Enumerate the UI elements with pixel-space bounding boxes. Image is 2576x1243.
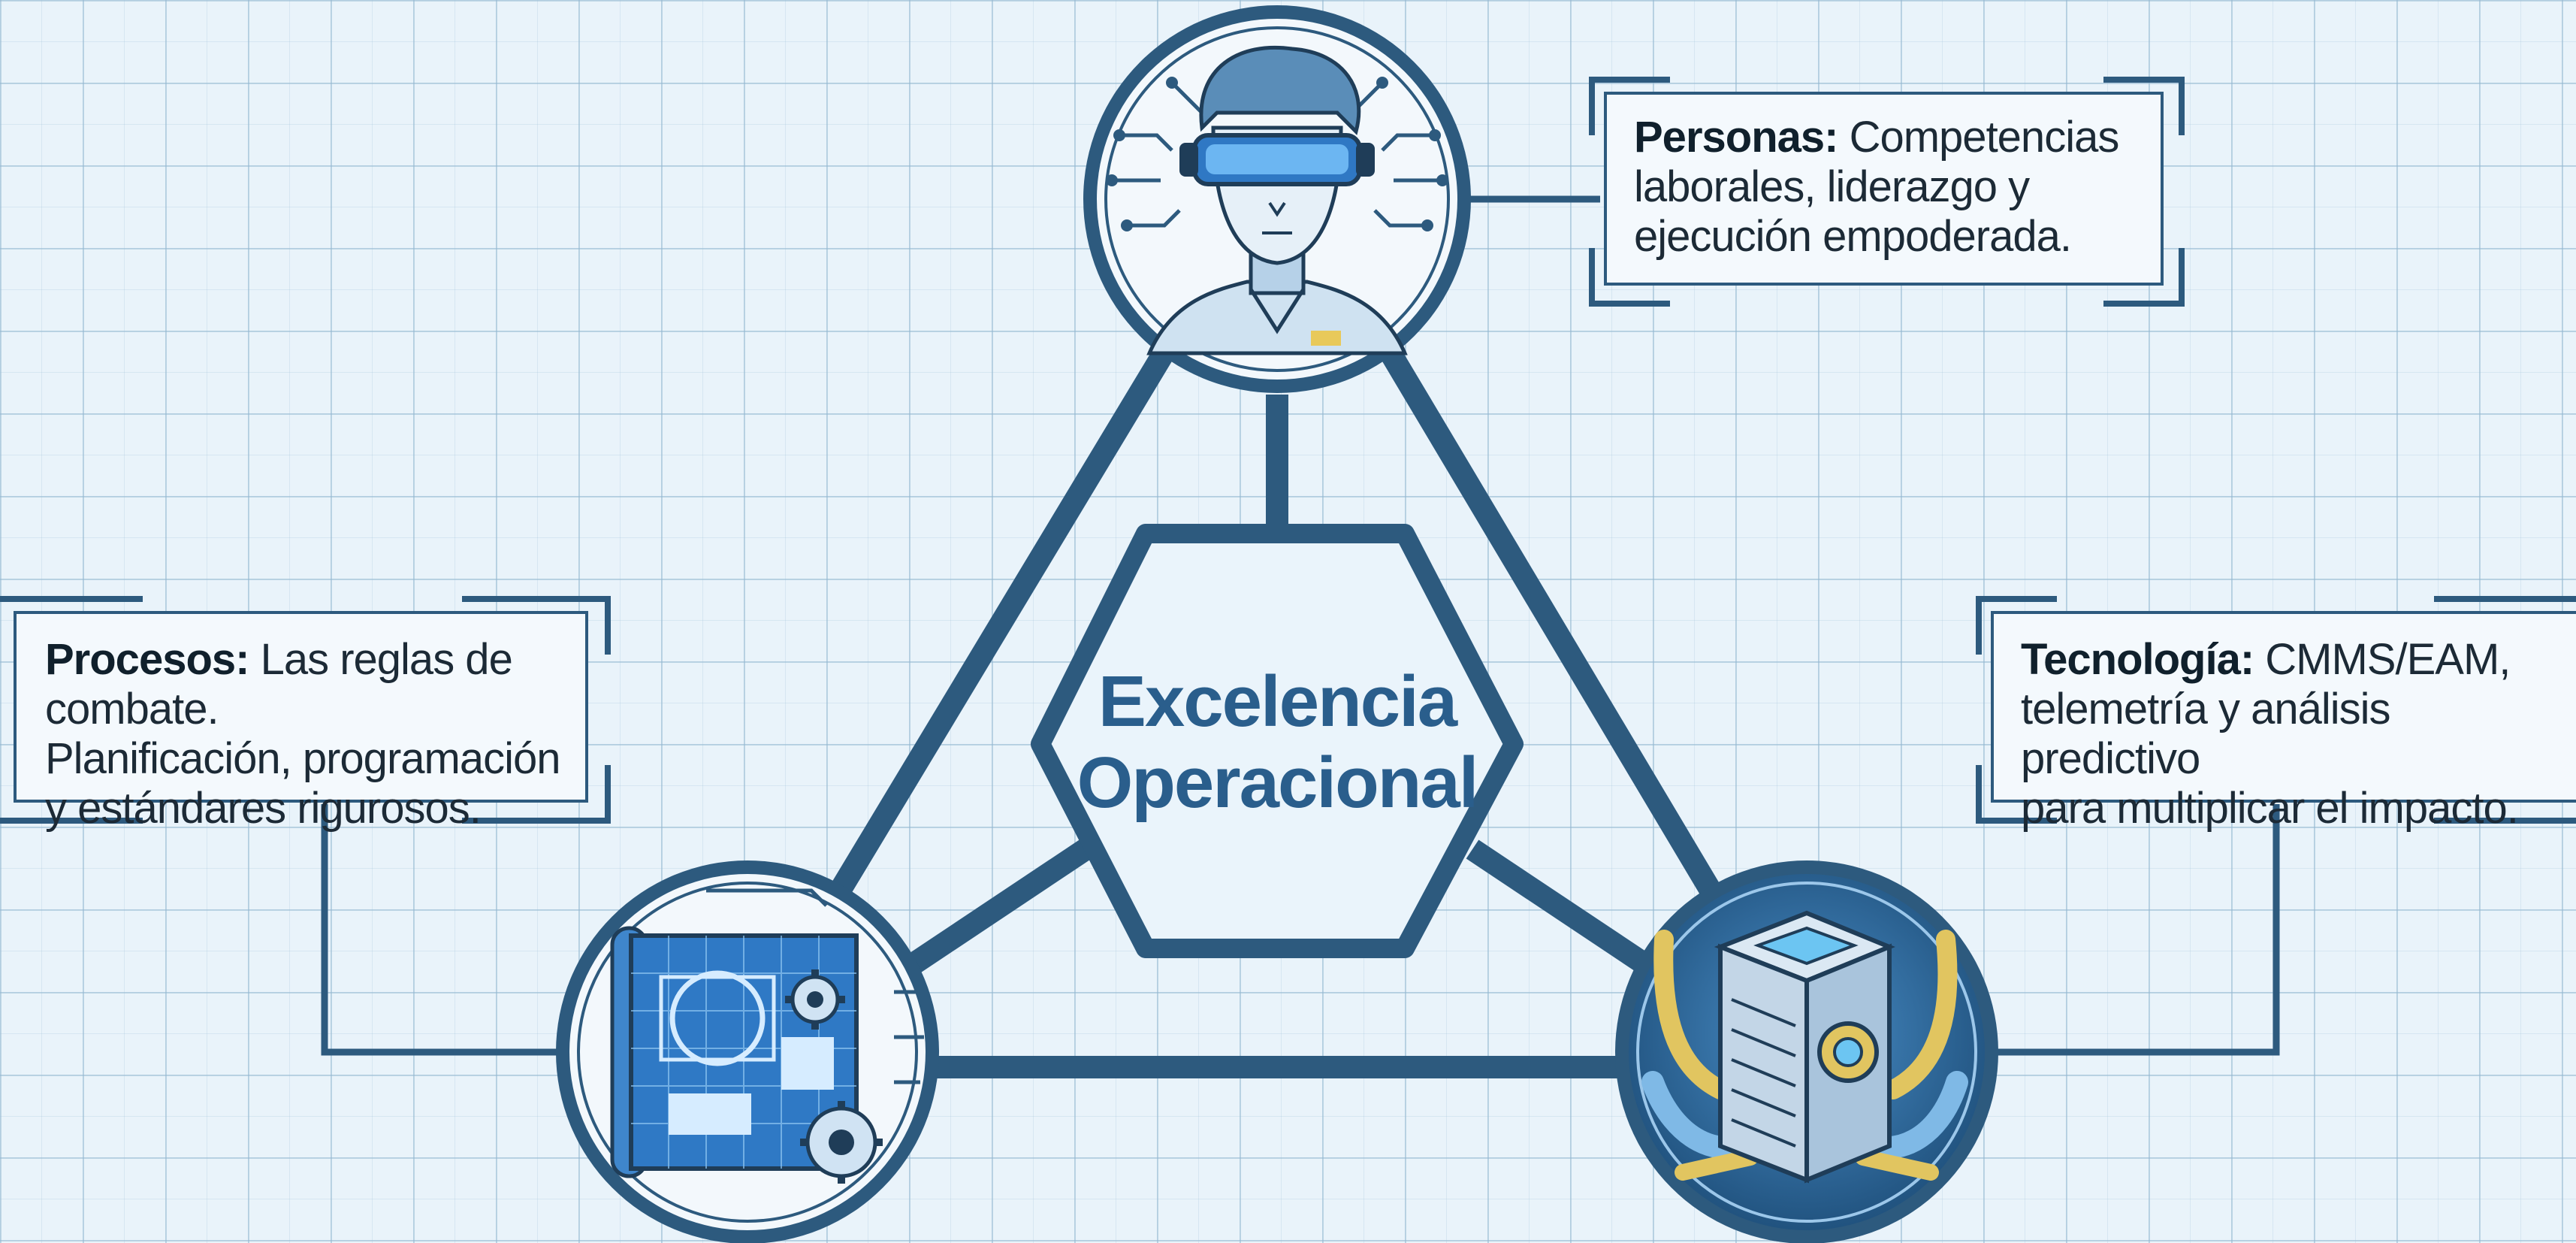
person-vr-headset-icon xyxy=(1106,45,1448,355)
hexagon-spokes xyxy=(898,395,1659,979)
personas-node xyxy=(1083,5,1471,393)
center-title-line1: Excelencia xyxy=(1098,661,1457,742)
triangle-edge-left xyxy=(815,334,1179,924)
tecnologia-line1-text: CMMS/EAM, xyxy=(2265,635,2511,684)
tecnologia-line3: para multiplicar el impacto. xyxy=(2021,784,2519,833)
spoke-left xyxy=(898,839,1092,979)
spoke-right xyxy=(1466,839,1659,979)
tecnologia-line2: telemetría y análisis predictivo xyxy=(2021,685,2391,783)
triangle-edge-right xyxy=(1375,334,1735,924)
tecnologia-line1: Tecnología: CMMS/EAM, xyxy=(2021,635,2576,685)
connector-tecnologia xyxy=(1991,804,2280,1056)
personas-line1-text: Competencias xyxy=(1849,113,2120,162)
procesos-line1: Procesos: Las reglas de combate. xyxy=(45,635,585,734)
connector-procesos xyxy=(321,804,563,1056)
center-title-line2: Operacional xyxy=(1077,742,1479,823)
tecnologia-title: Tecnología: xyxy=(2021,635,2254,684)
personas-line1: Personas: Competencias xyxy=(1634,113,2120,162)
personas-line3: ejecución empoderada. xyxy=(1634,212,2072,261)
procesos-line3: y estándares rigurosos. xyxy=(45,784,482,833)
personas-callout: Personas: Competencias laborales, lidera… xyxy=(1604,92,2164,286)
procesos-line1-text: Las reglas de combate. xyxy=(45,635,513,733)
triangle-frame xyxy=(815,334,1735,1078)
procesos-node xyxy=(556,860,939,1243)
procesos-title: Procesos: xyxy=(45,635,249,684)
personas-line2: laborales, liderazgo y xyxy=(1634,162,2030,211)
personas-title: Personas: xyxy=(1634,113,1838,162)
callout-connectors xyxy=(321,195,2280,1056)
tecnologia-callout: Tecnología: CMMS/EAM, telemetría y análi… xyxy=(1991,611,2576,833)
server-cables-icon xyxy=(1641,910,1968,1184)
procesos-line2: Planificación, programación xyxy=(45,734,560,783)
center-hexagon xyxy=(1031,524,1524,958)
blueprint-gears-icon xyxy=(610,888,924,1184)
center-title: Excelencia Operacional xyxy=(977,661,1578,824)
procesos-callout: Procesos: Las reglas de combate. Planifi… xyxy=(14,611,588,833)
tecnologia-node xyxy=(1615,860,1998,1243)
